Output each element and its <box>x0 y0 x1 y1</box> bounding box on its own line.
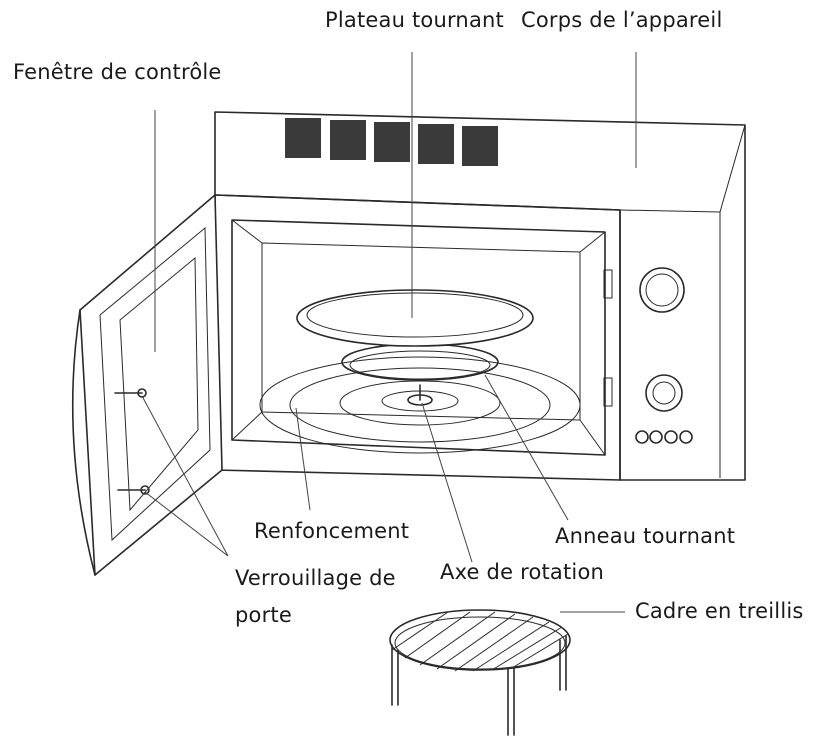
label-cadre-treillis: Cadre en treillis <box>635 599 804 623</box>
rotation-axis <box>407 384 433 406</box>
leader-lines <box>141 52 637 613</box>
label-corps-appareil: Corps de l’appareil <box>521 8 723 32</box>
label-verrouillage-porte-line1: Verrouillage de <box>235 566 396 590</box>
floor-recess <box>259 356 581 454</box>
label-axe-rotation: Axe de rotation <box>440 560 605 584</box>
label-verrouillage-porte-line2: porte <box>235 603 292 627</box>
turntable-plate <box>296 289 534 347</box>
door <box>71 194 223 576</box>
vent-grilles <box>285 118 498 166</box>
label-plateau-tournant: Plateau tournant <box>325 8 504 32</box>
wire-rack <box>389 609 571 736</box>
rotating-ring <box>341 343 499 381</box>
label-renfoncement: Renfoncement <box>254 519 410 543</box>
oven-cavity <box>231 219 613 456</box>
label-fenetre-controle: Fenêtre de contrôle <box>13 60 222 84</box>
label-anneau-tournant: Anneau tournant <box>555 524 736 548</box>
control-panel <box>635 267 693 444</box>
